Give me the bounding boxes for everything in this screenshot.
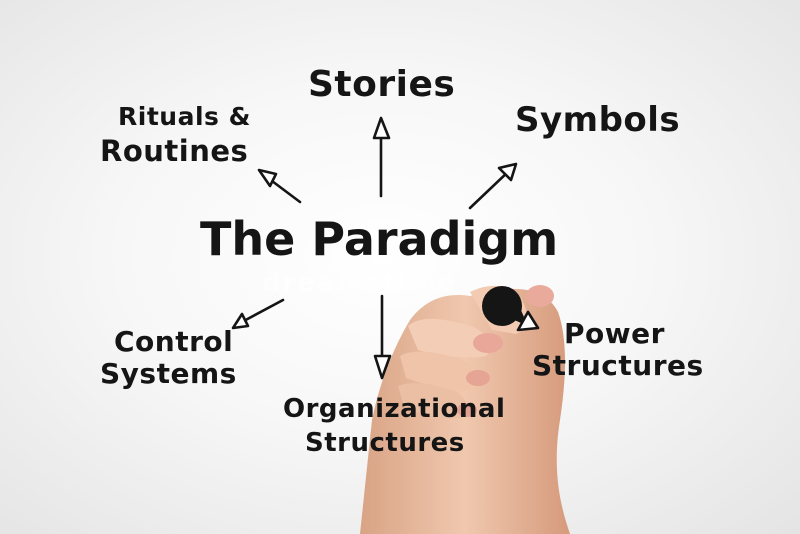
node-control-line-2: Systems [100, 357, 237, 390]
watermark: dreamstime [262, 268, 458, 298]
arrow-to-rituals [257, 168, 302, 204]
node-stories: Stories [308, 64, 456, 105]
node-symbols: Symbols [515, 100, 681, 140]
node-control-line-1: Control [114, 325, 234, 358]
center-title: The Paradigm [200, 212, 559, 266]
arrow-to-organizational [373, 294, 392, 380]
node-organizational-structures: Organizational Structures [283, 392, 505, 460]
node-rituals-routines: Rituals & Routines [100, 100, 251, 168]
node-power-structures: Power Structures [532, 318, 704, 382]
node-rituals-line-2: Routines [100, 134, 249, 168]
marker-icon [482, 286, 528, 326]
node-org-line-2: Structures [305, 428, 465, 458]
arrow-to-stories [372, 116, 391, 198]
node-rituals-line-1: Rituals & [118, 102, 251, 131]
node-control-systems: Control Systems [100, 326, 237, 390]
node-org-line-1: Organizational [283, 394, 506, 424]
arrow-to-symbols [468, 162, 518, 210]
node-power-line-1: Power [564, 317, 665, 350]
arrow-to-control [231, 298, 285, 330]
node-power-line-2: Structures [532, 349, 704, 382]
